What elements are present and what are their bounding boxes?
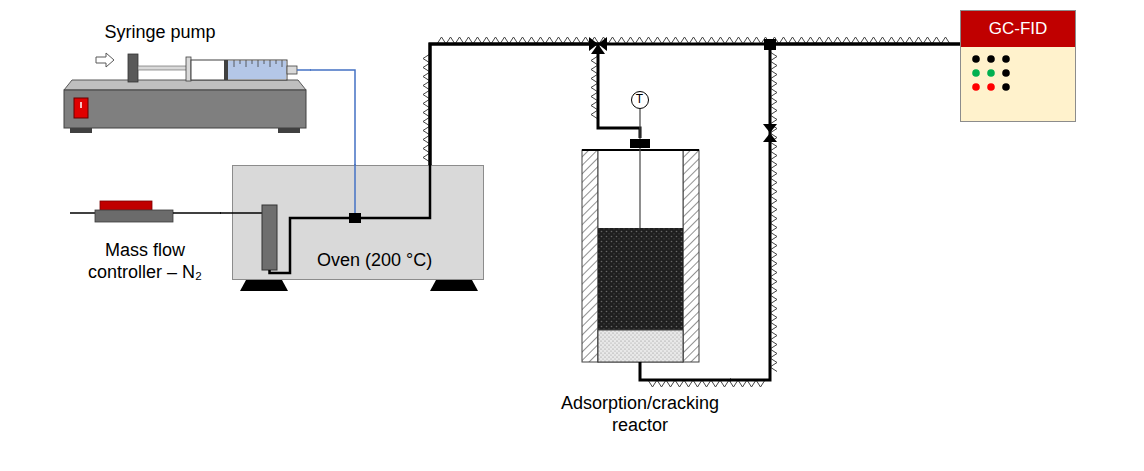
support-layer <box>598 330 683 362</box>
header-band: GC-FID <box>961 11 1075 47</box>
heat-tracing <box>423 37 950 387</box>
liquid-line <box>354 164 356 214</box>
valve <box>763 124 777 142</box>
illustration-part <box>276 60 277 64</box>
indicator-light <box>972 55 980 63</box>
heating-jacket <box>582 150 598 362</box>
pump-top <box>64 80 306 90</box>
illustration-part <box>591 44 605 54</box>
oven-box: Oven (200 °C) <box>232 165 484 280</box>
pipe-line <box>730 44 960 380</box>
indicator-light <box>1002 55 1010 63</box>
illustration-part <box>278 128 300 133</box>
heating-jacket <box>683 150 699 362</box>
indicator-light <box>972 83 980 91</box>
illustration-part <box>70 201 221 222</box>
illustration-part <box>972 55 1010 91</box>
three-way-valve <box>589 37 607 54</box>
power-switch <box>74 98 88 118</box>
pipe-line <box>430 44 960 165</box>
gas-line <box>70 212 96 214</box>
syringe-barrel <box>191 60 287 80</box>
pipe-line <box>430 44 640 165</box>
indicator-light <box>987 83 995 91</box>
illustration-part <box>264 60 265 64</box>
indicator-light <box>987 69 995 77</box>
illustration-part <box>240 60 241 64</box>
indicator-light <box>972 69 980 77</box>
adsorbent-bed <box>598 228 683 330</box>
thermocouple-circle: T <box>631 91 649 109</box>
illustration-part <box>270 60 271 67</box>
pipe-line <box>639 109 640 138</box>
outlet-line <box>640 362 731 380</box>
syringe-liquid <box>228 61 286 79</box>
oven-foot <box>430 280 478 291</box>
pipe-line <box>220 212 232 214</box>
instrument-label: GC-FID <box>961 11 1075 47</box>
gas-line <box>232 212 262 214</box>
illustration-part <box>234 60 235 67</box>
plunger-flange <box>186 57 191 81</box>
node-label: Mass flow controller – N₂ <box>70 240 220 283</box>
thermocouple-stem <box>639 138 640 228</box>
pump-body <box>64 90 306 128</box>
preheat-column <box>262 205 277 270</box>
gas-line <box>173 212 221 214</box>
node-label: Oven (200 °C) <box>317 250 477 272</box>
tee-fitting <box>630 139 650 148</box>
illustration-part <box>763 124 777 133</box>
indicator-light <box>1002 83 1010 91</box>
gc-fid-instrument: GC-FID <box>960 10 1076 122</box>
reactor: Adsorption/cracking reactor <box>550 138 730 443</box>
syringe-pump: Syringe pump <box>60 16 310 140</box>
node-label: Syringe pump <box>60 22 260 44</box>
illustration-part <box>246 60 247 67</box>
tee-fitting <box>349 213 361 223</box>
illustration-part <box>80 102 82 108</box>
indicator-light <box>1002 69 1010 77</box>
node-label: T <box>632 92 647 107</box>
tee-fitting <box>764 39 776 50</box>
indicator-light <box>987 55 995 63</box>
illustration-part <box>70 128 92 133</box>
illustration-part <box>582 138 731 380</box>
illustration-part <box>64 53 311 133</box>
oven-foot <box>240 280 288 291</box>
node-label: Adsorption/cracking reactor <box>550 393 730 436</box>
illustration-part <box>282 60 283 67</box>
mass-flow-controller: Mass flow controller – N₂ <box>70 198 220 288</box>
plunger-head <box>224 60 228 80</box>
liquid-line <box>297 69 311 71</box>
direction-arrow <box>96 53 114 67</box>
illustration-part <box>763 133 777 142</box>
syringe-tip <box>287 66 297 74</box>
illustration-part <box>258 60 259 67</box>
controller-base <box>95 210 173 222</box>
pusher-block <box>128 54 138 82</box>
illustration-part <box>252 60 253 64</box>
pipe-line <box>310 70 355 165</box>
